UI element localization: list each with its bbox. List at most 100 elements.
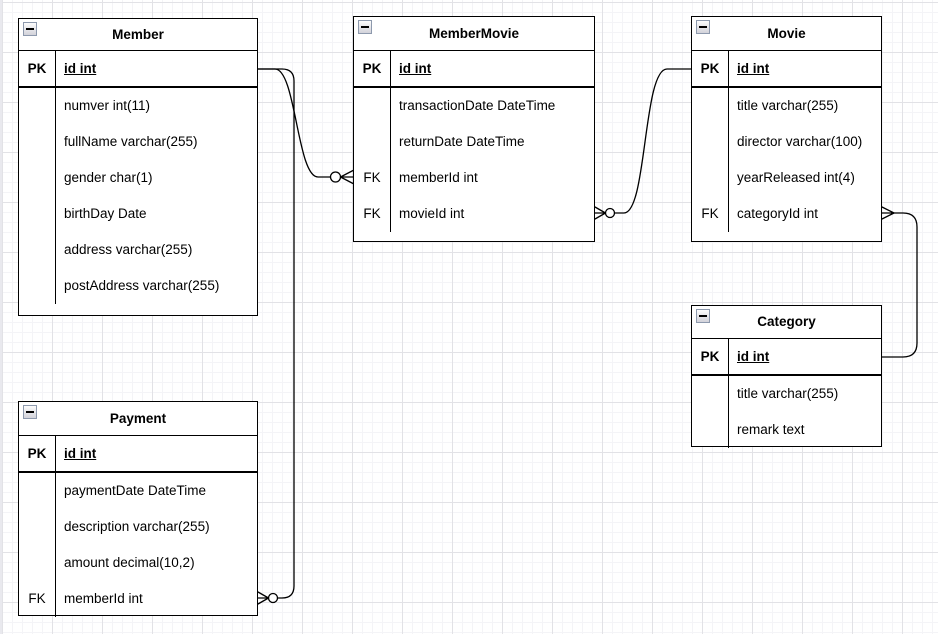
key-label: [692, 160, 729, 196]
field-text: postAddress varchar(255): [64, 278, 220, 294]
fk-label: FK: [692, 196, 729, 232]
zero-circle-icon: [604, 207, 616, 219]
collapse-icon[interactable]: [696, 20, 710, 34]
field-row-memberid[interactable]: FK memberId int: [354, 160, 594, 196]
key-label: [692, 124, 729, 160]
pk-field: id int: [737, 60, 770, 76]
table-body: title varchar(255) remark text: [692, 376, 881, 448]
crow-foot-icon: [881, 206, 895, 220]
pk-label: PK: [19, 51, 56, 86]
field-text: amount decimal(10,2): [64, 555, 195, 571]
key-label: [692, 376, 729, 412]
field-text: movieId int: [399, 206, 465, 222]
collapse-icon[interactable]: [23, 405, 37, 419]
collapse-icon[interactable]: [23, 22, 37, 36]
entity-table-membermovie[interactable]: MemberMovie PK id int transactionDate Da…: [353, 16, 595, 242]
field-text: director varchar(100): [737, 134, 863, 150]
key-label: [19, 124, 56, 160]
field-text: numver int(11): [64, 98, 151, 114]
field-row-director[interactable]: director varchar(100): [692, 124, 881, 160]
field-row-postaddress[interactable]: postAddress varchar(255): [19, 268, 257, 304]
key-label: [19, 232, 56, 268]
key-label: [692, 412, 729, 448]
key-label: [19, 473, 56, 509]
field-row-description[interactable]: description varchar(255): [19, 509, 257, 545]
table-body: paymentDate DateTime description varchar…: [19, 473, 257, 617]
field-row-birthday[interactable]: birthDay Date: [19, 196, 257, 232]
field-row-address[interactable]: address varchar(255): [19, 232, 257, 268]
edge-line[interactable]: [613, 68, 692, 214]
field-text: remark text: [737, 422, 805, 438]
table-row-pk[interactable]: PK id int: [354, 51, 594, 88]
collapse-icon[interactable]: [358, 20, 372, 34]
fk-label: FK: [354, 160, 391, 196]
field-row-title[interactable]: title varchar(255): [692, 88, 881, 124]
field-row-amount[interactable]: amount decimal(10,2): [19, 545, 257, 581]
table-header: Movie: [692, 17, 881, 51]
canvas-left-edge: [0, 0, 2, 634]
field-row-title[interactable]: title varchar(255): [692, 376, 881, 412]
edge-member-to-membermovie[interactable]: [257, 68, 354, 185]
table-title: Category: [757, 314, 816, 330]
key-label: [19, 160, 56, 196]
key-label: [354, 88, 391, 124]
fk-label: FK: [19, 581, 56, 617]
table-row-pk[interactable]: PK id int: [19, 51, 257, 88]
field-text: title varchar(255): [737, 98, 839, 114]
table-row-pk[interactable]: PK id int: [19, 436, 257, 473]
field-row-numver[interactable]: numver int(11): [19, 88, 257, 124]
key-label: [19, 268, 56, 304]
table-title: Member: [112, 26, 164, 42]
entity-table-payment[interactable]: Payment PK id int paymentDate DateTime d…: [18, 401, 258, 617]
entity-table-member[interactable]: Member PK id int numver int(11) fullName…: [18, 18, 258, 316]
pk-field: id int: [399, 60, 432, 76]
field-row-fullname[interactable]: fullName varchar(255): [19, 124, 257, 160]
edge-member-to-payment[interactable]: [257, 68, 295, 605]
field-row-memberid[interactable]: FK memberId int: [19, 581, 257, 617]
minus-glyph: [361, 26, 369, 28]
field-row-categoryid[interactable]: FK categoryId int: [692, 196, 881, 232]
edge-line[interactable]: [257, 68, 332, 178]
key-label: [19, 88, 56, 124]
field-text: fullName varchar(255): [64, 134, 198, 150]
entity-table-category[interactable]: Category PK id int title varchar(255) re…: [691, 305, 882, 448]
minus-glyph: [26, 28, 34, 30]
field-row-transactiondate[interactable]: transactionDate DateTime: [354, 88, 594, 124]
crow-foot-icon: [339, 169, 354, 185]
entity-table-movie[interactable]: Movie PK id int title varchar(255) direc…: [691, 16, 882, 242]
table-header: MemberMovie: [354, 17, 594, 51]
edge-movie-to-membermovie[interactable]: [594, 68, 692, 220]
minus-glyph: [26, 411, 34, 413]
pk-label: PK: [354, 51, 391, 86]
pk-label: PK: [692, 339, 729, 374]
field-text: paymentDate DateTime: [64, 483, 207, 499]
table-row-pk[interactable]: PK id int: [692, 339, 881, 376]
pk-label: PK: [19, 436, 56, 471]
field-text: memberId int: [399, 170, 478, 186]
table-row-pk[interactable]: PK id int: [692, 51, 881, 88]
field-row-movieid[interactable]: FK movieId int: [354, 196, 594, 232]
edge-category-to-movie[interactable]: [881, 206, 918, 358]
field-text: returnDate DateTime: [399, 134, 525, 150]
field-row-remark[interactable]: remark text: [692, 412, 881, 448]
table-title: MemberMovie: [428, 25, 520, 41]
field-row-gender[interactable]: gender char(1): [19, 160, 257, 196]
table-header: Payment: [19, 402, 257, 436]
edge-line[interactable]: [881, 212, 918, 358]
pk-field: id int: [64, 445, 97, 461]
edge-line[interactable]: [257, 68, 295, 599]
key-label: [19, 509, 56, 545]
zero-circle-icon: [267, 592, 279, 604]
field-row-returndate[interactable]: returnDate DateTime: [354, 124, 594, 160]
key-label: [354, 124, 391, 160]
minus-glyph: [699, 315, 707, 317]
field-row-yearreleased[interactable]: yearReleased int(4): [692, 160, 881, 196]
collapse-icon[interactable]: [696, 309, 710, 323]
field-text: categoryId int: [737, 206, 819, 222]
table-header: Member: [19, 19, 257, 51]
key-label: [19, 196, 56, 232]
table-body: numver int(11) fullName varchar(255) gen…: [19, 88, 257, 304]
field-row-paymentdate[interactable]: paymentDate DateTime: [19, 473, 257, 509]
field-text: title varchar(255): [737, 386, 839, 402]
